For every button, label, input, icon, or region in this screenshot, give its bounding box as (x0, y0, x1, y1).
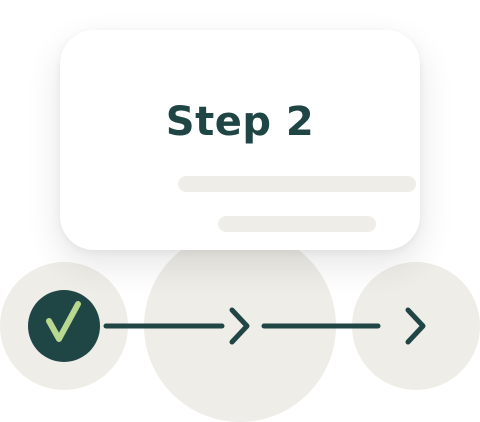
step-card: Step 2 (60, 30, 420, 250)
completed-step-badge (28, 290, 100, 362)
chevron-right-icon (405, 307, 426, 345)
text-placeholder-line (218, 216, 376, 232)
connector-arrow-1 (103, 307, 250, 345)
connector-arrow-2 (261, 307, 426, 345)
chevron-right-icon (229, 307, 250, 345)
text-placeholder-line (178, 176, 416, 192)
check-icon (46, 301, 81, 342)
step-title: Step 2 (165, 99, 315, 145)
